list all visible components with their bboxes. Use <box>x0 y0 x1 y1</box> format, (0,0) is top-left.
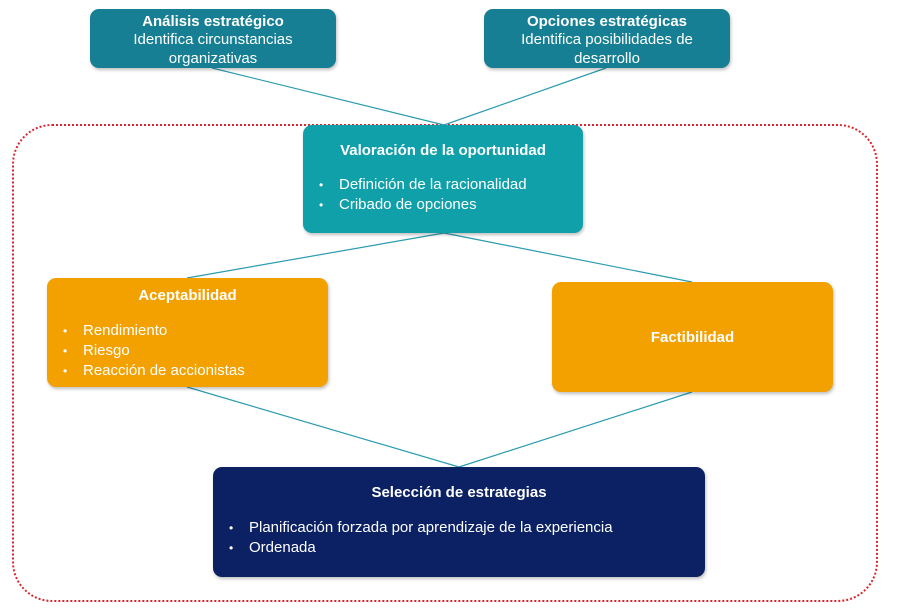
connector-opciones-valoracion <box>443 67 607 126</box>
list-item: Cribado de opciones <box>319 195 583 215</box>
list-item: Rendimiento <box>63 321 328 341</box>
node-factibilidad: Factibilidad <box>552 282 833 392</box>
node-aceptabilidad-list: Rendimiento Riesgo Reacción de accionist… <box>63 321 328 381</box>
node-valoracion-title: Valoración de la oportunidad <box>340 142 546 159</box>
node-analisis-title: Análisis estratégico <box>142 13 284 30</box>
node-opciones-estrategicas: Opciones estratégicas Identifica posibil… <box>484 9 730 68</box>
node-valoracion-list: Definición de la racionalidad Cribado de… <box>319 175 583 215</box>
node-opciones-title: Opciones estratégicas <box>526 13 688 30</box>
node-valoracion-oportunidad: Valoración de la oportunidad Definición … <box>303 125 583 233</box>
list-item: Planificación forzada por aprendizaje de… <box>229 518 705 538</box>
connector-aceptabilidad-seleccion <box>186 386 460 468</box>
node-factibilidad-title: Factibilidad <box>650 328 735 346</box>
node-analisis-estrategico: Análisis estratégico Identifica circunst… <box>90 9 336 68</box>
node-aceptabilidad-title: Aceptabilidad <box>138 287 237 304</box>
node-aceptabilidad: Aceptabilidad Rendimiento Riesgo Reacció… <box>47 278 328 387</box>
list-item: Reacción de accionistas <box>63 361 328 381</box>
list-item: Definición de la racionalidad <box>319 175 583 195</box>
node-analisis-desc: Identifica circunstancias organizativas <box>133 31 293 67</box>
list-item: Ordenada <box>229 538 705 558</box>
connector-valoracion-factibilidad <box>443 232 693 283</box>
connector-factibilidad-seleccion <box>458 391 693 468</box>
node-seleccion-title: Selección de estrategias <box>371 484 547 501</box>
connector-analisis-valoracion <box>211 67 445 126</box>
connector-valoracion-aceptabilidad <box>186 232 445 279</box>
node-seleccion-list: Planificación forzada por aprendizaje de… <box>229 518 705 558</box>
node-opciones-desc: Identifica posibilidades de desarrollo <box>521 31 693 67</box>
node-seleccion-estrategias: Selección de estrategias Planificación f… <box>213 467 705 577</box>
list-item: Riesgo <box>63 341 328 361</box>
